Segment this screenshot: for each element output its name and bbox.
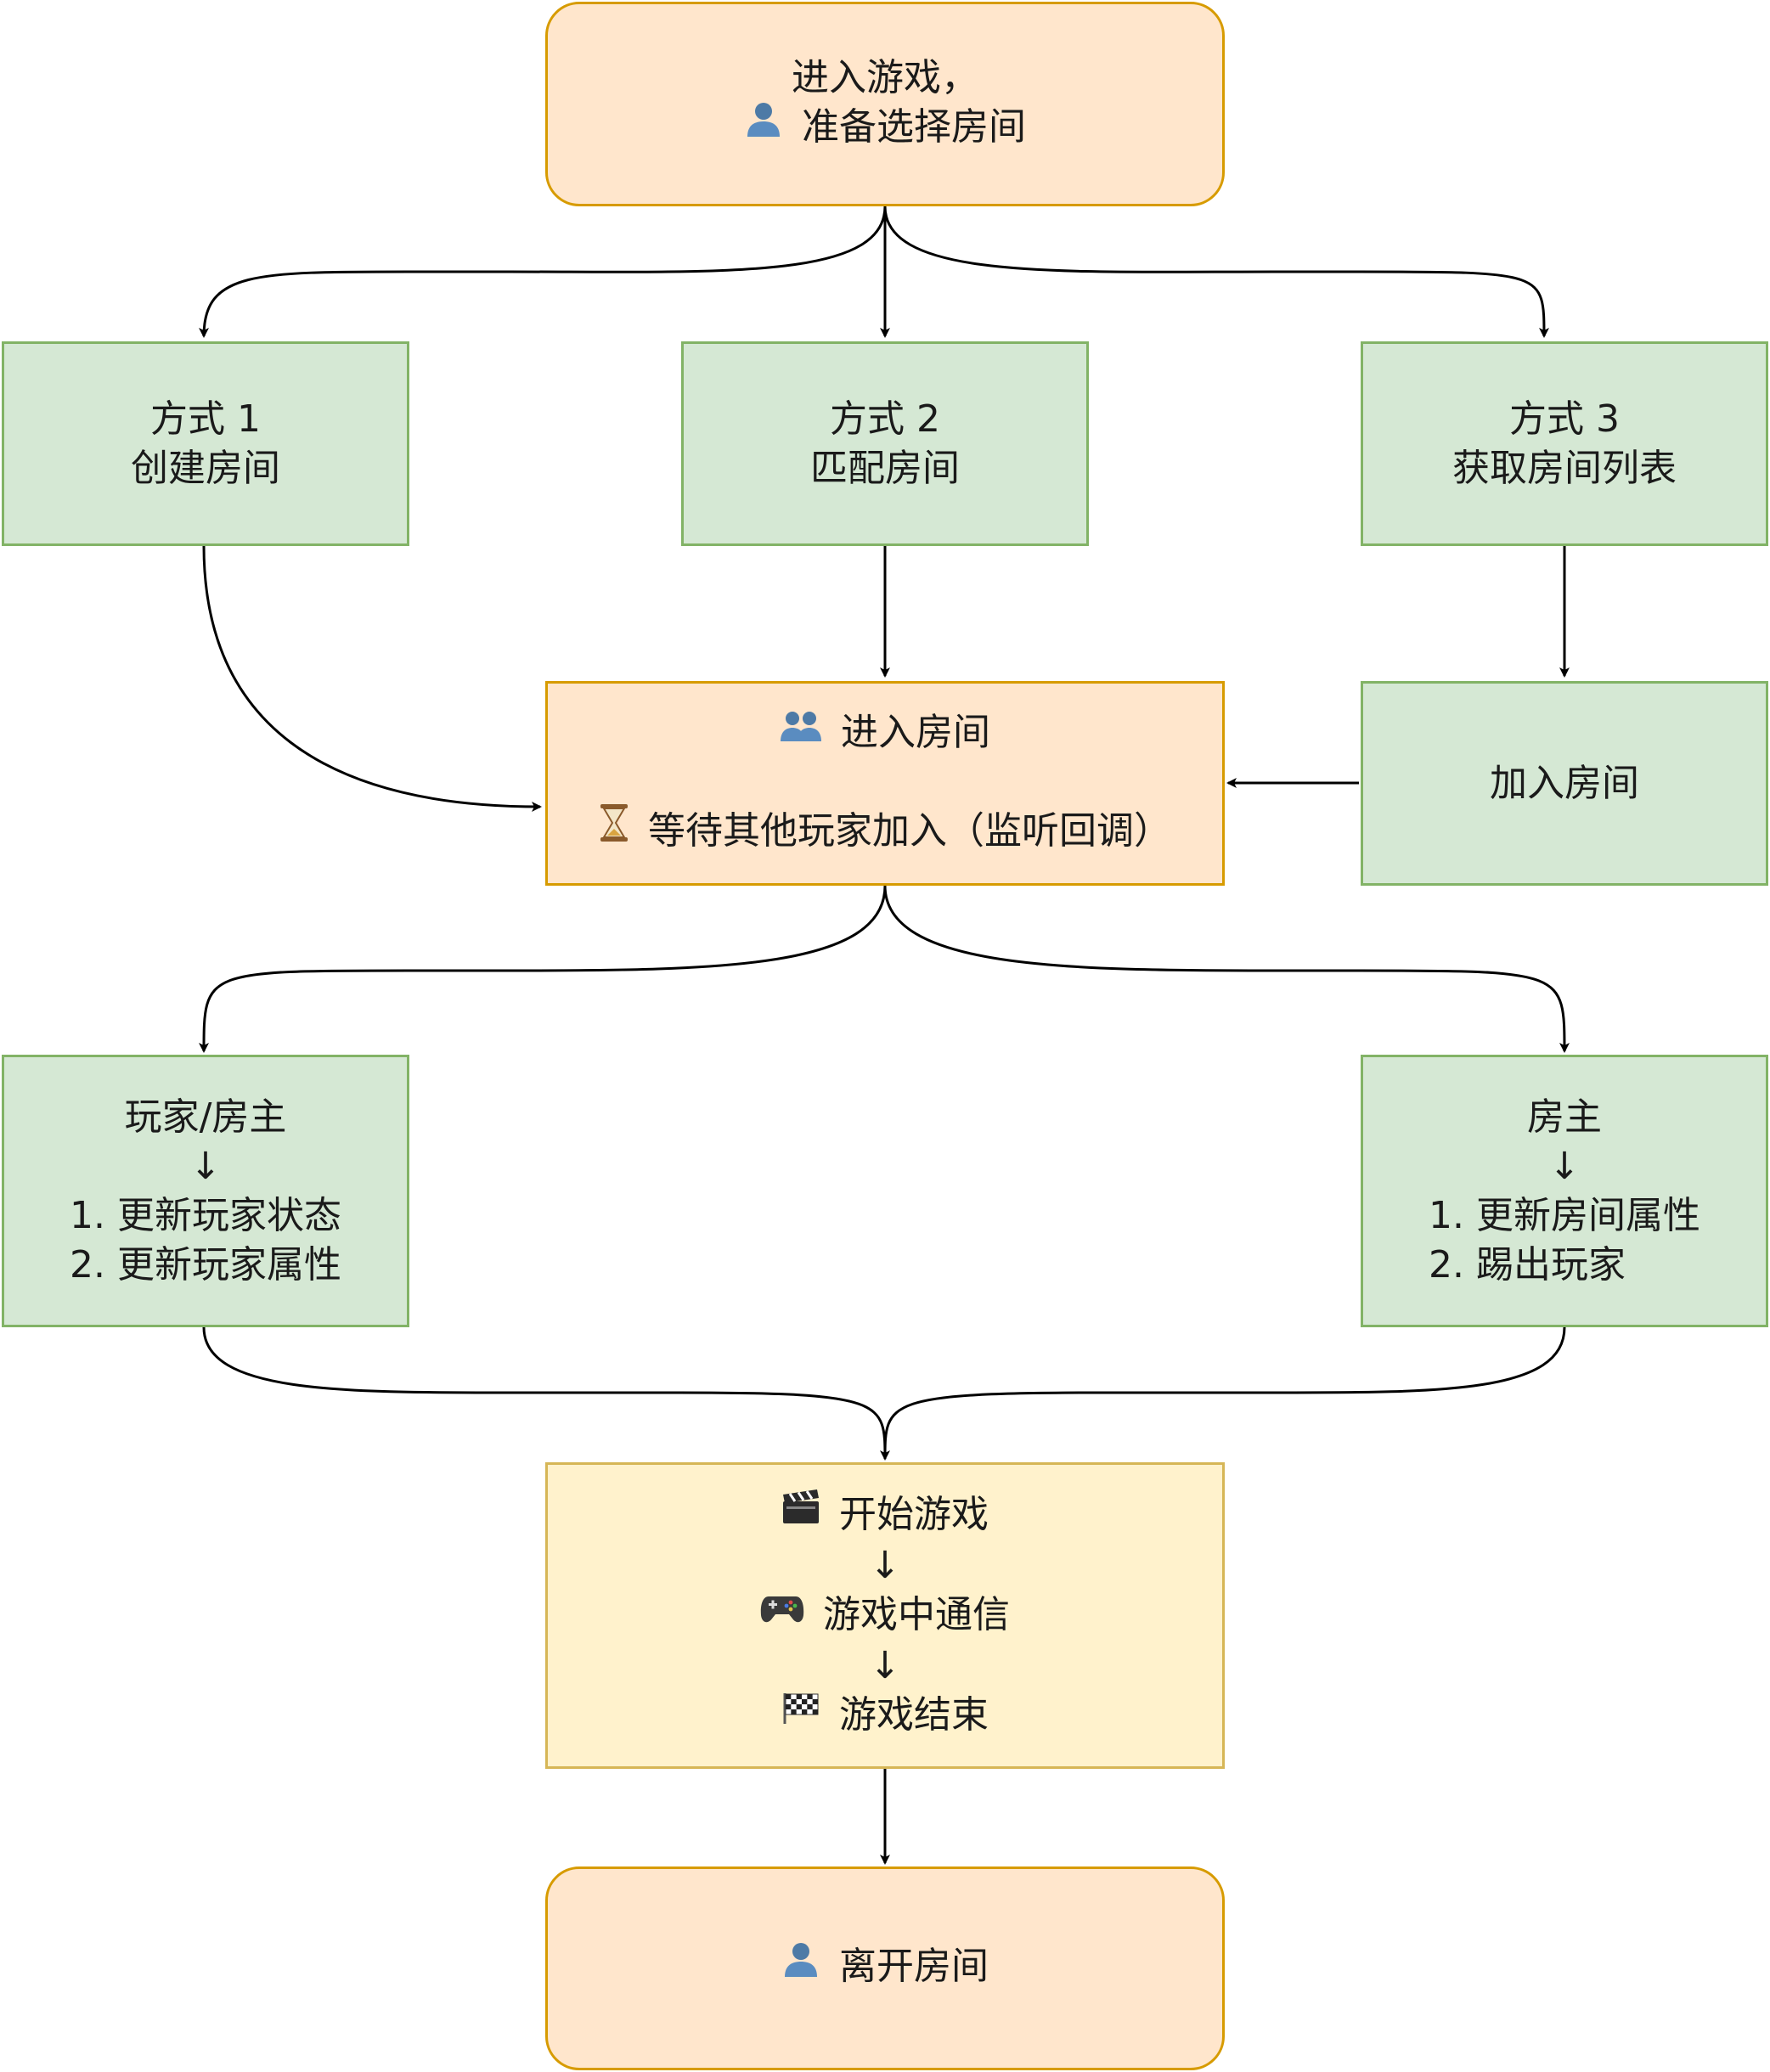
two-people-icon bbox=[780, 707, 822, 756]
checkered-flag-icon bbox=[781, 1689, 820, 1738]
player-owner-list: 1. 更新玩家状态 2. 更新玩家属性 bbox=[70, 1191, 341, 1290]
leave-room-row: 离开房间 bbox=[781, 1942, 989, 1995]
node-owner: 房主 ↓ 1. 更新房间属性 2. 踢出玩家 bbox=[1361, 1055, 1768, 1327]
method1-line2: 创建房间 bbox=[131, 446, 280, 490]
enter-room-line1: 进入房间 bbox=[841, 710, 990, 754]
game-controller-icon bbox=[760, 1589, 804, 1638]
enter-room-line2-row: 等待其他玩家加入（监听回调） bbox=[599, 804, 1171, 859]
enter-game-line2-row: 准备选择房间 bbox=[744, 103, 1026, 155]
game-flow-step3: 游戏结束 bbox=[839, 1692, 989, 1737]
owner-item-1: 1. 更新房间属性 bbox=[1429, 1193, 1700, 1237]
enter-game-line2: 准备选择房间 bbox=[802, 104, 1026, 149]
method1-line1: 方式 1 bbox=[150, 397, 261, 441]
enter-room-line2: 等待其他玩家加入（监听回调） bbox=[648, 808, 1171, 853]
owner-title: 房主 bbox=[1527, 1095, 1602, 1139]
game-flow-step1: 开始游戏 bbox=[839, 1492, 989, 1536]
enter-game-line1: 进入游戏， bbox=[792, 55, 978, 99]
edge-owner-to-game-flow bbox=[883, 1326, 1566, 1460]
person-icon bbox=[744, 99, 783, 151]
node-enter-game: 进入游戏， 准备选择房间 bbox=[545, 2, 1225, 206]
edge-method1-to-enter-room bbox=[202, 545, 542, 812]
owner-arrow: ↓ bbox=[1548, 1144, 1581, 1188]
leave-room-label: 离开房间 bbox=[839, 1945, 989, 1989]
game-flow-step1-row: 开始游戏 bbox=[781, 1489, 989, 1541]
method2-line1: 方式 2 bbox=[830, 397, 940, 441]
method3-line2: 获取房间列表 bbox=[1452, 446, 1677, 490]
player-owner-arrow: ↓ bbox=[189, 1144, 222, 1188]
node-join-room: 加入房间 bbox=[1361, 681, 1768, 886]
hourglass-icon bbox=[599, 803, 629, 855]
owner-item-2: 2. 踢出玩家 bbox=[1429, 1242, 1626, 1287]
edge-start-to-method3 bbox=[883, 206, 1549, 338]
game-flow-arrow1: ↓ bbox=[869, 1543, 901, 1587]
edge-player-owner-to-game-flow bbox=[202, 1326, 890, 1461]
game-flow-step2: 游戏中通信 bbox=[823, 1592, 1010, 1636]
clapper-board-icon bbox=[781, 1489, 820, 1538]
person-icon bbox=[781, 1940, 820, 1991]
edge-start-to-method1 bbox=[199, 206, 887, 338]
player-owner-item-1: 1. 更新玩家状态 bbox=[70, 1193, 341, 1237]
player-owner-item-2: 2. 更新玩家属性 bbox=[70, 1242, 341, 1287]
method3-line1: 方式 3 bbox=[1509, 397, 1620, 441]
node-enter-room: 进入房间 等待其他玩家加入（监听回调） bbox=[545, 681, 1225, 886]
game-flow-step3-row: 游戏结束 bbox=[781, 1691, 989, 1742]
join-room-label: 加入房间 bbox=[1490, 761, 1639, 805]
game-flow-step2-row: 游戏中通信 bbox=[760, 1591, 1010, 1641]
enter-room-line1-row: 进入房间 bbox=[780, 708, 990, 759]
node-method-1: 方式 1 创建房间 bbox=[2, 341, 409, 546]
game-flow-arrow2: ↓ bbox=[869, 1643, 901, 1687]
edge-enter-room-to-owner bbox=[883, 885, 1570, 1053]
method2-line2: 匹配房间 bbox=[810, 446, 960, 490]
node-player-owner: 玩家/房主 ↓ 1. 更新玩家状态 2. 更新玩家属性 bbox=[2, 1055, 409, 1327]
node-method-3: 方式 3 获取房间列表 bbox=[1361, 341, 1768, 546]
node-leave-room: 离开房间 bbox=[545, 1866, 1225, 2070]
node-method-2: 方式 2 匹配房间 bbox=[681, 341, 1089, 546]
player-owner-title: 玩家/房主 bbox=[124, 1095, 287, 1139]
node-game-flow: 开始游戏 ↓ 游戏中通信 ↓ bbox=[545, 1462, 1225, 1769]
edge-enter-room-to-player-owner bbox=[199, 885, 887, 1053]
owner-list: 1. 更新房间属性 2. 踢出玩家 bbox=[1429, 1191, 1700, 1290]
